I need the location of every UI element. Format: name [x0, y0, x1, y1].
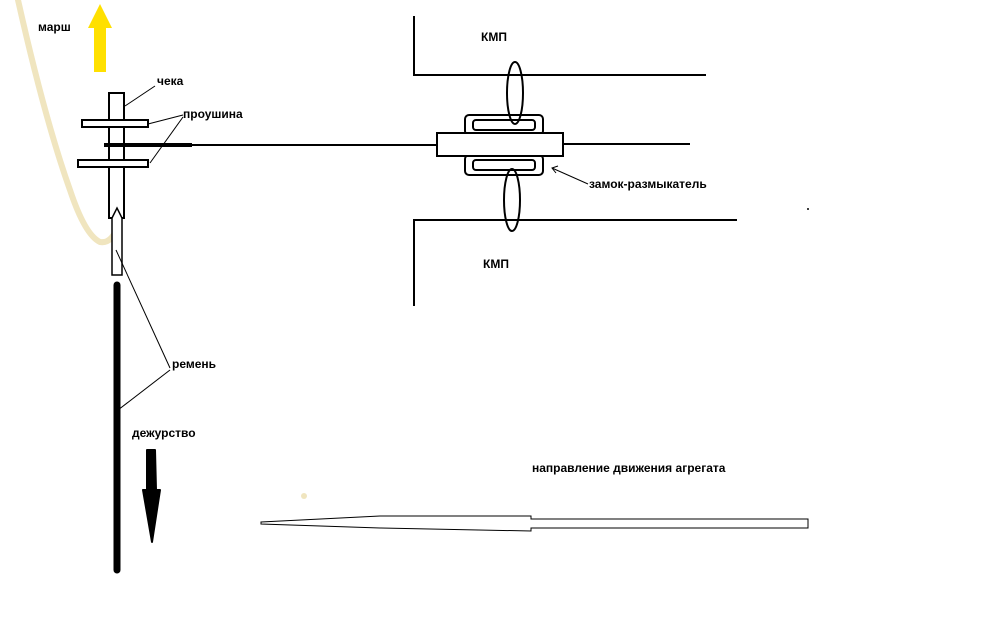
- label-kmp-bottom: КМП: [483, 257, 509, 271]
- label-lock-release: замок-размыкатель: [589, 177, 707, 191]
- loop-top: [506, 61, 524, 125]
- label-pin: чека: [157, 74, 184, 88]
- label-eyelet: проушина: [183, 107, 243, 121]
- leader-lock: [551, 167, 589, 185]
- leader-pin: [124, 85, 156, 107]
- label-strap: ремень: [172, 357, 216, 371]
- arrow-up-icon: [88, 4, 112, 72]
- leader-eyelet-2: [149, 116, 184, 164]
- leader-strap-2: [117, 369, 171, 411]
- upper-bar: [81, 119, 149, 128]
- eyelet-bar: [104, 143, 192, 147]
- kmp-bottom-frame: [413, 219, 737, 306]
- stray-dot: [301, 493, 307, 499]
- label-duty: дежурство: [132, 426, 196, 440]
- label-kmp-top: КМП: [481, 30, 507, 44]
- direction-arrow-icon: [260, 515, 809, 532]
- leader-lock-tip: [551, 165, 559, 174]
- arrow-down-icon: [142, 449, 161, 543]
- stray-dot-dark: [807, 208, 809, 210]
- loop-bottom: [503, 168, 521, 232]
- lock-release: [436, 61, 690, 232]
- leader-eyelet-1: [147, 114, 184, 125]
- leader-strap-1: [115, 249, 171, 369]
- kmp-top-frame: [413, 16, 706, 76]
- cord-curve: [15, 0, 121, 246]
- label-march: марш: [38, 20, 71, 34]
- pin-post: [108, 92, 125, 219]
- lower-bar: [77, 159, 149, 168]
- hook: [111, 206, 123, 276]
- label-direction: направление движения агрегата: [532, 461, 726, 475]
